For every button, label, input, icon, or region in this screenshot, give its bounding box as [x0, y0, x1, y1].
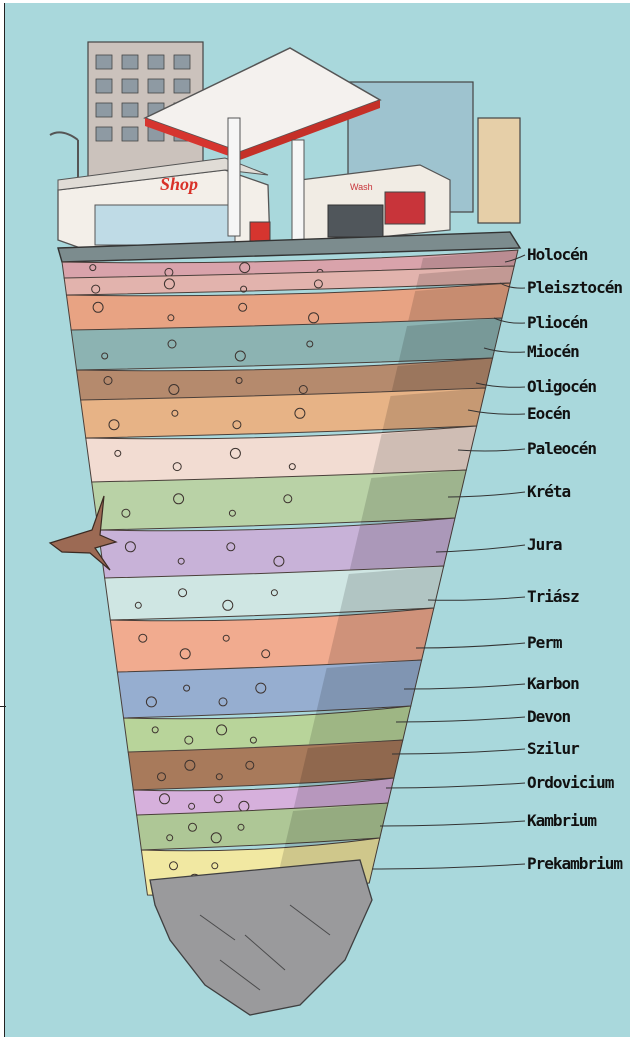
layer-label: Kambrium: [527, 811, 597, 830]
window: [148, 55, 164, 69]
layer-label: Jura: [527, 535, 562, 554]
layer-label: Triász: [527, 587, 579, 606]
window: [96, 103, 112, 117]
city-scene: Shop Wash: [50, 42, 520, 262]
street-lamp: [50, 132, 78, 140]
fuel-pump-right: [292, 140, 304, 240]
layer-label: Pliocén: [527, 313, 588, 332]
leader-line: [380, 821, 525, 826]
window: [122, 127, 138, 141]
leader-line: [416, 643, 525, 648]
bedrock-rock: [150, 860, 372, 1015]
leader-line: [392, 749, 525, 754]
window: [96, 127, 112, 141]
shop-sign: Shop: [160, 174, 198, 194]
window: [122, 55, 138, 69]
stratum-side-9: [349, 518, 455, 574]
car-red: [385, 192, 425, 224]
stratum-side-11: [327, 608, 434, 668]
layer-label: Ordovicium: [527, 773, 615, 792]
fuel-pump-left: [228, 118, 240, 236]
layer-labels: HolocénPleisztocénPliocénMiocénOligocénE…: [527, 245, 623, 873]
bedrock-base: [150, 860, 372, 1015]
window: [174, 79, 190, 93]
window: [96, 55, 112, 69]
window: [174, 55, 190, 69]
layer-label: Paleocén: [527, 439, 596, 458]
wash-sign: Wash: [350, 182, 373, 192]
leader-line: [404, 684, 525, 689]
window: [122, 103, 138, 117]
leader-line: [428, 597, 525, 600]
shop-window: [95, 205, 235, 245]
stratum-side-12: [316, 660, 422, 714]
leader-line: [396, 717, 525, 722]
leader-line: [372, 864, 525, 869]
layer-label: Szilur: [527, 739, 579, 758]
layer-label: Pleisztocén: [527, 278, 622, 297]
strata-column: [62, 250, 518, 896]
car-suv: [328, 205, 383, 237]
layer-label: Miocén: [527, 342, 579, 361]
layer-label: Perm: [527, 633, 563, 652]
stratum-side-8: [360, 470, 466, 526]
layer-label: Holocén: [527, 245, 588, 264]
layer-label: Oligocén: [527, 377, 596, 396]
tower-right: [478, 118, 520, 223]
window: [148, 79, 164, 93]
layer-label: Eocén: [527, 404, 571, 423]
layer-label: Devon: [527, 707, 571, 726]
leader-line: [436, 545, 525, 552]
layer-label: Karbon: [527, 674, 579, 693]
layer-label: Prekambrium: [527, 854, 623, 873]
leader-line: [386, 783, 525, 788]
window: [96, 79, 112, 93]
layer-label: Kréta: [527, 482, 571, 501]
window: [122, 79, 138, 93]
